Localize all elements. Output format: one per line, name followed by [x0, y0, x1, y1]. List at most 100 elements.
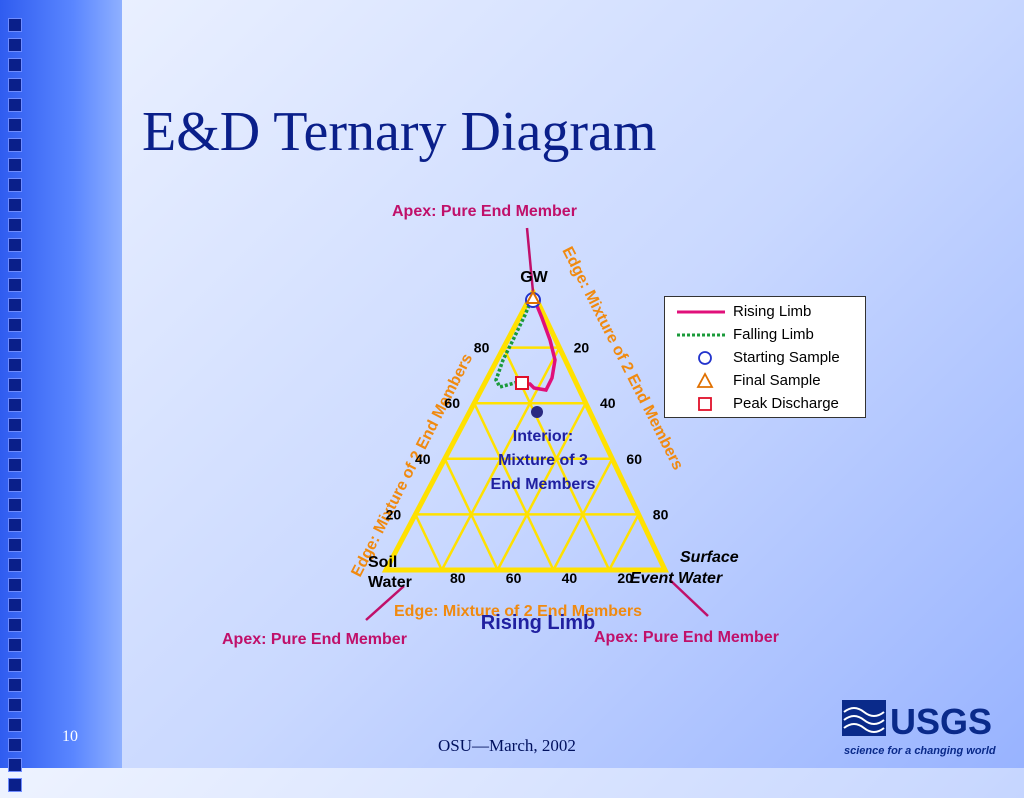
- decorative-square: [8, 338, 22, 352]
- decorative-square: [8, 618, 22, 632]
- rising-limb-path: [522, 295, 557, 392]
- tick-label: 60: [626, 451, 642, 467]
- apex-right-pointer: [669, 579, 709, 617]
- decorative-square: [8, 258, 22, 272]
- decorative-square: [8, 238, 22, 252]
- decorative-square: [8, 218, 22, 232]
- apex-left-label-line1: Soil: [368, 554, 397, 571]
- decorative-square: [8, 538, 22, 552]
- legend-item: Rising Limb: [665, 301, 865, 323]
- grid-line: [473, 402, 555, 571]
- decorative-square: [8, 638, 22, 652]
- decorative-square: [8, 278, 22, 292]
- grid-line: [440, 347, 561, 571]
- decorative-square: [8, 318, 22, 332]
- decorative-square: [8, 358, 22, 372]
- star-marker: [531, 406, 543, 418]
- legend-item: Starting Sample: [665, 347, 865, 369]
- legend-box: Rising Limb Falling Limb Starting Sample…: [664, 296, 866, 418]
- peak-discharge-marker: [515, 376, 529, 390]
- legend-circle-icon: [698, 351, 712, 365]
- tick-label: 80: [653, 506, 669, 522]
- legend-label: Starting Sample: [733, 349, 840, 366]
- tick-labels: 80 20 80 60 40 60 40 60 40 20 80 20: [386, 340, 669, 586]
- decorative-square: [8, 458, 22, 472]
- svg-text:USGS: USGS: [890, 701, 992, 742]
- slide-title: E&D Ternary Diagram: [142, 101, 657, 163]
- decorative-square: [8, 378, 22, 392]
- decorative-square: [8, 578, 22, 592]
- grid-line: [496, 402, 587, 571]
- edge-bottom-annotation: Edge: Mixture of 2 End Members: [394, 603, 642, 620]
- tick-label: 40: [562, 570, 578, 586]
- apex-top-annotation: Apex: Pure End Member: [392, 203, 577, 220]
- decorative-square: [8, 598, 22, 612]
- legend-dotted-line-icon: [677, 333, 725, 337]
- decorative-square: [8, 158, 22, 172]
- apex-right-annotation: Apex: Pure End Member: [594, 629, 779, 646]
- decorative-square: [8, 718, 22, 732]
- decorative-square: [8, 698, 22, 712]
- grid-line: [608, 513, 640, 571]
- apex-top-pointer: [525, 227, 535, 293]
- grid-line: [414, 513, 443, 571]
- tick-label: 80: [450, 570, 466, 586]
- decorative-square: [8, 518, 22, 532]
- interior-label-line2: Mixture of 3: [498, 452, 588, 469]
- tick-label: 60: [444, 395, 460, 411]
- final-sample-marker: [525, 289, 541, 304]
- decorative-square: [8, 178, 22, 192]
- svg-text:science for a changing world: science for a changing world: [844, 745, 996, 757]
- legend-label: Falling Limb: [733, 326, 814, 343]
- decorative-square: [8, 198, 22, 212]
- legend-item: Peak Discharge: [665, 393, 865, 415]
- tick-label: 20: [574, 340, 590, 356]
- decorative-square: [8, 678, 22, 692]
- tick-label: 40: [415, 451, 431, 467]
- decorative-square: [8, 778, 22, 792]
- tick-label: 80: [474, 340, 490, 356]
- legend-label: Rising Limb: [733, 303, 812, 320]
- usgs-logo: USGS science for a changing world: [842, 700, 996, 757]
- decorative-square: [8, 38, 22, 52]
- apex-left-pointer: [365, 585, 405, 621]
- ternary-diagram: Apex: Pure End Member Apex: Pure End Mem…: [222, 203, 779, 648]
- tick-label: 20: [617, 570, 633, 586]
- decorative-square: [8, 398, 22, 412]
- decorative-square: [8, 738, 22, 752]
- interior-label-line3: End Members: [491, 476, 596, 493]
- decorative-square: [8, 118, 22, 132]
- decorative-square: [8, 138, 22, 152]
- decorative-square: [8, 418, 22, 432]
- slide-number: 10: [62, 728, 78, 745]
- apex-left-label-line2: Water: [368, 574, 412, 591]
- tick-label: 20: [386, 506, 402, 522]
- bottom-caption: Rising Limb: [481, 612, 595, 634]
- decorative-square: [8, 478, 22, 492]
- tick-label: 60: [506, 570, 522, 586]
- apex-top-label: GW: [520, 269, 548, 286]
- apex-left-annotation: Apex: Pure End Member: [222, 631, 407, 648]
- legend-item: Falling Limb: [665, 324, 865, 346]
- decorative-square: [8, 558, 22, 572]
- tick-label: 40: [600, 395, 616, 411]
- interior-label-line1: Interior:: [513, 428, 573, 445]
- legend-item: Final Sample: [665, 370, 865, 392]
- edge-left-annotation: Edge: Mixture of 2 End Members: [348, 351, 476, 580]
- decorative-square: [8, 658, 22, 672]
- legend-label: Final Sample: [733, 372, 821, 389]
- legend-line-icon: [677, 310, 725, 314]
- decorative-square: [8, 98, 22, 112]
- apex-right-label-line1: Surface: [680, 549, 739, 566]
- decorative-square: [8, 18, 22, 32]
- decorative-square: [8, 298, 22, 312]
- slide-footer: OSU—March, 2002: [438, 736, 576, 755]
- legend-square-icon: [698, 397, 712, 411]
- decorative-square: [8, 438, 22, 452]
- decorative-square: [8, 78, 22, 92]
- apex-right-label-line2: Event Water: [630, 570, 723, 587]
- ternary-outline: [381, 286, 669, 573]
- decorative-square: [8, 58, 22, 72]
- legend-label: Peak Discharge: [733, 395, 839, 412]
- left-sidebar-band: 10: [0, 0, 122, 792]
